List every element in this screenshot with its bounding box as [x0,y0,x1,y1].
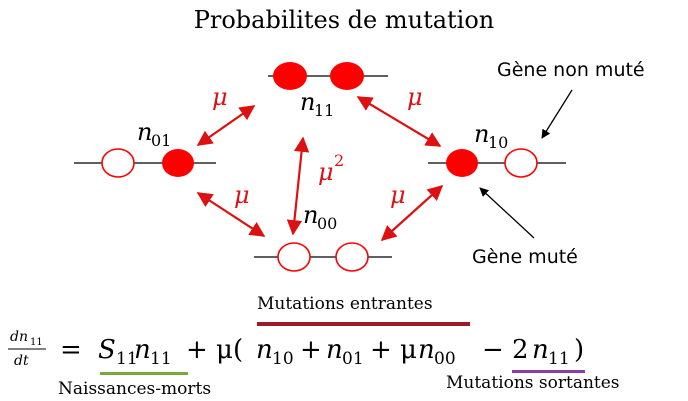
normal-gene-dot [504,148,538,178]
mutated-gene-dot [162,149,194,177]
eq-n4-sub: 00 [434,349,456,369]
label-mutated-gene: Gène muté [472,246,578,268]
eq-n3-sub: 01 [342,349,364,369]
label-non-mutated-gene: Gène non muté [497,59,645,81]
arrow-n11-n10 [356,96,442,147]
eq-lhs-den: dt [14,353,29,369]
rate-mu2-exp: 2 [334,151,344,170]
bar-outgoing-mutations [512,370,585,373]
eq-n1: n [134,335,151,365]
label-births-deaths: Naissances-morts [58,379,211,399]
rate-mu-n01-n00: μ [234,181,250,209]
eq-close: ) [574,335,584,365]
eq-n5-sub: 11 [548,349,570,369]
node-n11: n 11 [268,62,388,120]
normal-gene-dot [101,148,135,178]
pointer-mutated-gene [479,187,535,239]
label-outgoing-mutations: Mutations sortantes [446,373,620,393]
eq-plus-mu-open: + μ( [186,335,243,365]
eq-n4: n [418,335,435,365]
bar-incoming-mutations [257,322,470,326]
node-n00: n 00 [254,201,392,272]
arrow-n01-n00 [196,192,266,237]
node-label-n10-sub: 10 [488,133,508,152]
rate-mu2-base: μ [318,158,334,186]
equation: dn 11 dt = S 11 n 11 + μ( n 10 + n 01 + … [8,329,584,369]
node-label-n00-sub: 00 [317,214,337,233]
pointer-non-mutated-gene [541,89,573,139]
node-label-n01-sub: 01 [151,131,171,150]
rate-mu-n10-n00: μ [390,181,406,209]
rate-mu-n11-n10: μ [407,83,423,111]
diagram-title: Probabilites de mutation [194,6,495,34]
eq-n3: n [326,335,343,365]
node-label-n10: n [474,120,489,148]
eq-n1-sub: 11 [150,349,172,369]
arrow-n10-n00 [380,184,444,242]
eq-n2: n [256,335,273,365]
rate-mu-n01-n11: μ [212,83,228,111]
bar-births-deaths [100,372,188,375]
arrow-n01-n11 [196,105,256,146]
node-label-n01: n [137,118,152,146]
mutated-gene-dot [446,149,478,177]
eq-s-sub: 11 [116,349,138,369]
arrow-n11-n00 [286,136,310,236]
node-n10: n 10 [428,120,566,178]
normal-gene-dot [277,242,311,272]
eq-equals: = [60,335,82,365]
eq-lhs-num-sub: 11 [30,337,43,348]
mutated-gene-dot [330,62,364,90]
label-incoming-mutations: Mutations entrantes [257,294,433,314]
mutated-gene-dot [273,62,307,90]
eq-minus-two: − 2 [482,335,529,365]
eq-lhs-num: dn [10,329,28,345]
node-n01: n 01 [74,118,216,178]
eq-plus1: + [300,335,322,365]
node-label-n11-sub: 11 [314,101,334,120]
eq-s: S [98,335,116,365]
node-label-n11: n [300,88,315,116]
normal-gene-dot [335,242,369,272]
eq-plus2: + μ [370,335,417,365]
eq-n2-sub: 10 [272,349,294,369]
eq-n5: n [532,335,549,365]
